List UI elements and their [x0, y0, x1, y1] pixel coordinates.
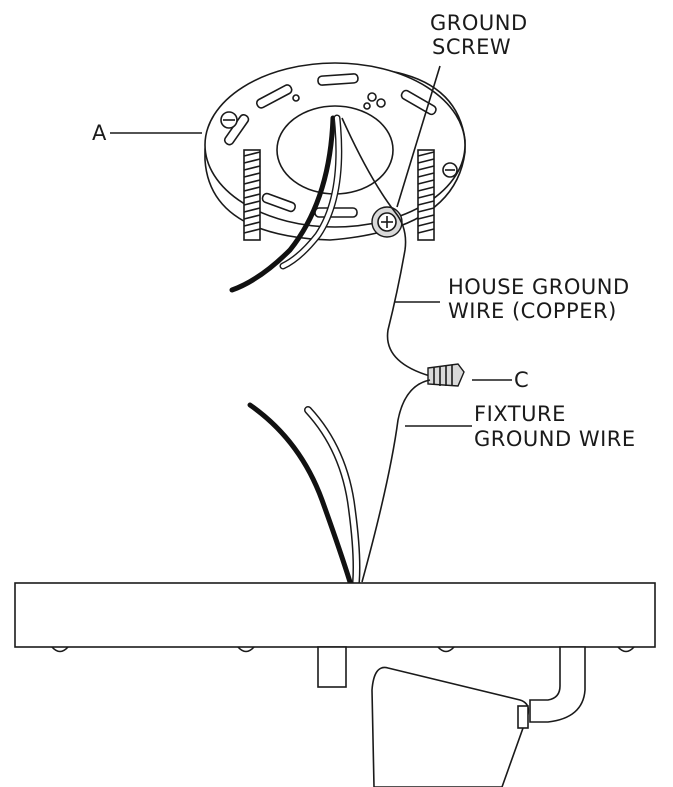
threaded-stud-left: [243, 149, 261, 241]
label-ground-screw-line2: SCREW: [432, 35, 512, 59]
wire-nut: [427, 363, 465, 387]
label-house-ground-line2: WIRE (COPPER): [448, 299, 617, 323]
label-fixture-ground-line2: GROUND WIRE: [474, 427, 636, 451]
mounting-plate: [204, 62, 466, 241]
fixture-wires: [247, 379, 431, 586]
threaded-stud-right: [417, 149, 435, 241]
label-house-ground-line1: HOUSE GROUND: [448, 275, 630, 299]
ground-screw: [371, 206, 403, 238]
fixture-canopy: [14, 582, 656, 787]
label-ground-screw-line1: GROUND: [430, 11, 528, 35]
leader-lines: [110, 65, 512, 427]
label-c: C: [514, 368, 530, 392]
label-a: A: [92, 121, 107, 145]
house-wires: [229, 114, 431, 377]
label-fixture-ground-line1: FIXTURE: [474, 402, 566, 426]
